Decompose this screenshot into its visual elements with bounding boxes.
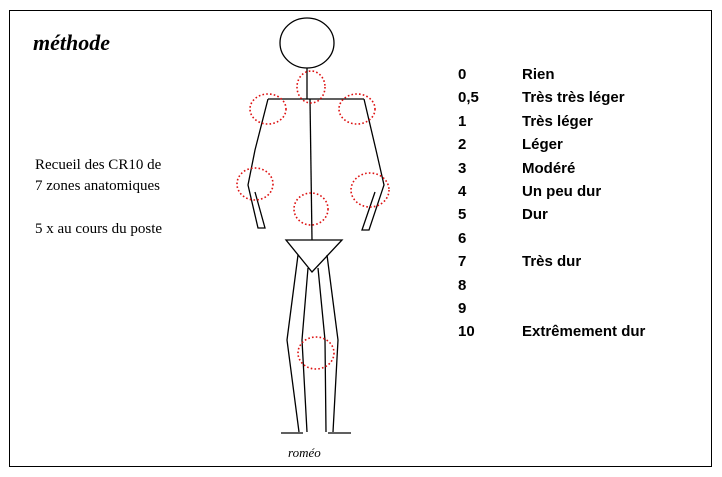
scale-value: 8 [458, 277, 466, 294]
scale-value: 2 [458, 136, 466, 153]
scale-value: 5 [458, 206, 466, 223]
zone-right-elbow [351, 173, 389, 207]
figure-right-leg-inner [318, 268, 326, 432]
figure-caption: roméo [288, 445, 321, 461]
figure-pelvis [286, 240, 342, 272]
scale-value: 1 [458, 113, 466, 130]
scale-label: Rien [522, 66, 555, 83]
scale-label: Léger [522, 136, 563, 153]
scale-label: Très très léger [522, 89, 625, 106]
scale-value: 9 [458, 300, 466, 317]
figure-left-leg-outer [287, 255, 299, 432]
scale-label: Extrêmement dur [522, 323, 645, 340]
scale-label: Dur [522, 206, 548, 223]
scale-value: 0,5 [458, 89, 479, 106]
scale-label: Un peu dur [522, 183, 601, 200]
scale-value: 10 [458, 323, 475, 340]
figure-right-leg-outer [327, 255, 338, 432]
figure-right-arm [362, 99, 384, 230]
scale-value: 4 [458, 183, 466, 200]
zone-left-elbow [237, 168, 273, 200]
scale-label: Modéré [522, 160, 575, 177]
scale-value: 0 [458, 66, 466, 83]
scale-value: 3 [458, 160, 466, 177]
figure-head [280, 18, 334, 68]
scale-label: Très léger [522, 113, 593, 130]
scale-label: Très dur [522, 253, 581, 270]
figure-spine [310, 99, 312, 240]
scale-value: 6 [458, 230, 466, 247]
scale-value: 7 [458, 253, 466, 270]
figure-left-leg-inner [302, 268, 308, 432]
figure-left-arm [248, 99, 268, 228]
zone-neck [297, 71, 325, 103]
